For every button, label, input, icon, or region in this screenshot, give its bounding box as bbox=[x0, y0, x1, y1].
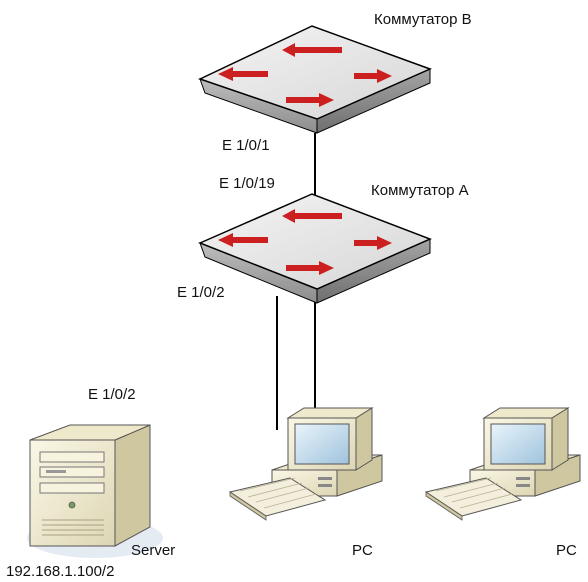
server-icon bbox=[27, 424, 163, 558]
pc-1-label: PC bbox=[352, 542, 373, 559]
port-label-a-down: E 1/0/2 bbox=[177, 284, 225, 301]
server-label: Server bbox=[131, 542, 176, 559]
port-label-b-uplink: E 1/0/1 bbox=[222, 137, 270, 154]
pc-1-icon bbox=[228, 407, 383, 521]
pc-2-label: PC bbox=[556, 542, 577, 559]
server-ip-label: 192.168.1.100/2 bbox=[6, 563, 115, 580]
port-label-a-uplink: E 1/0/19 bbox=[219, 175, 275, 192]
pc-2-icon bbox=[424, 407, 581, 521]
port-label-server: E 1/0/2 bbox=[88, 386, 136, 403]
switch-b-icon bbox=[198, 25, 433, 134]
switch-a-icon bbox=[198, 193, 432, 304]
switch-a-label: Коммутатор A bbox=[371, 182, 469, 199]
switch-b-label: Коммутатор B bbox=[374, 11, 472, 28]
